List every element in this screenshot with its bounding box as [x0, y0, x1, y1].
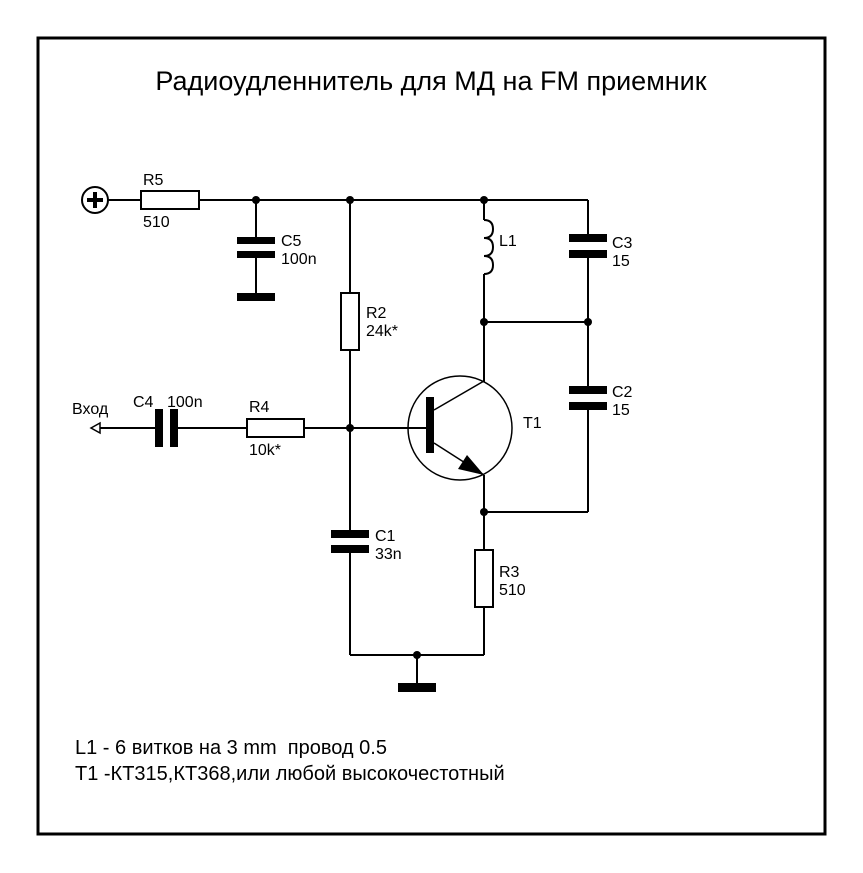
capacitor-c3: C3 15 — [569, 200, 633, 322]
c1-value: 33n — [375, 546, 402, 563]
transistor-t1: T1 — [407, 375, 542, 481]
junction-dot — [480, 508, 488, 516]
c3-value: 15 — [612, 253, 630, 270]
r4-value: 10k* — [249, 442, 281, 459]
capacitor-c2: C2 15 — [569, 322, 633, 512]
ground-c5-icon — [237, 293, 275, 301]
r2-value: 24k* — [366, 323, 398, 340]
junction-dot — [346, 196, 354, 204]
resistor-r5: R5 510 — [140, 172, 200, 231]
junction-dot — [480, 196, 488, 204]
c4-value: 100n — [167, 394, 203, 411]
l1-ref: L1 — [499, 233, 517, 250]
junction-dot — [252, 196, 260, 204]
input-arrow-icon — [89, 421, 101, 435]
resistor-r4: R4 10k* — [246, 399, 305, 459]
plus-terminal-icon — [81, 186, 109, 214]
resistor-r2: R2 24k* — [340, 200, 398, 428]
r3-ref: R3 — [499, 564, 520, 581]
c2-value: 15 — [612, 402, 630, 419]
c5-value: 100n — [281, 251, 317, 268]
resistor-r3: R3 510 — [474, 549, 526, 655]
ground-icon — [398, 683, 436, 692]
c2-ref: C2 — [612, 384, 633, 401]
r4-ref: R4 — [249, 399, 270, 416]
capacitor-c4: C4 100n — [133, 394, 203, 447]
c5-ref: C5 — [281, 233, 302, 250]
r5-value: 510 — [143, 214, 170, 231]
diagram-title: Радиоудленнитель для МД на FM приемник — [155, 66, 706, 96]
t1-ref: T1 — [523, 415, 542, 432]
capacitor-c5: C5 100n — [237, 200, 317, 301]
c1-ref: C1 — [375, 528, 396, 545]
input-label: Вход — [72, 401, 109, 418]
inductor-l1: L1 — [483, 200, 517, 322]
note-l1: L1 - 6 витков на 3 mm провод 0.5 — [75, 737, 387, 759]
r2-ref: R2 — [366, 305, 387, 322]
c3-ref: C3 — [612, 235, 633, 252]
c4-ref: C4 — [133, 394, 154, 411]
note-t1: T1 -КТ315,КТ368,или любой высокочестотны… — [75, 763, 505, 785]
frame-border — [36, 36, 827, 836]
capacitor-c1: C1 33n — [331, 428, 402, 655]
r5-ref: R5 — [143, 172, 164, 189]
r3-value: 510 — [499, 582, 526, 599]
